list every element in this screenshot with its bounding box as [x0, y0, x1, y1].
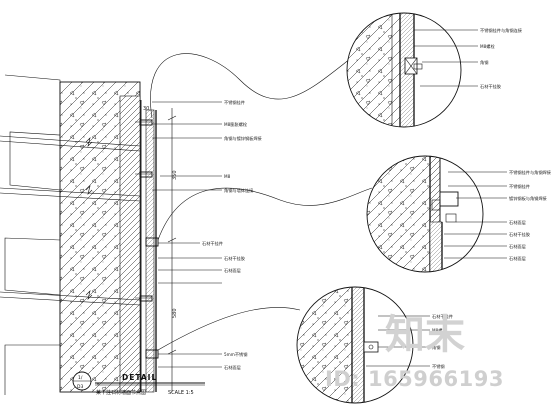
stone-cladding: [145, 109, 155, 393]
main-section: 30 350 580 不锈钢挂件 M8膨胀螺栓 角钢与镀锌钢板焊接 M8 角钢与…: [0, 74, 263, 395]
dimension-chain: [167, 108, 177, 392]
label-detail-b-2: 不锈钢挂件: [509, 183, 530, 190]
title-block: 1/ D3 DETAIL 某干挂石材墙面节点图 SCALE 1:5: [72, 371, 205, 396]
label-detail-a-2: M8螺栓: [480, 43, 495, 50]
title-scale: SCALE 1:5: [168, 390, 194, 396]
label-main-1: 不锈钢挂件: [224, 99, 245, 106]
label-detail-a-4: 石材干挂胶: [480, 83, 501, 90]
dim-580: 580: [172, 308, 178, 318]
label-detail-c-3: 角钢: [432, 344, 440, 351]
watermark-id: ID: 165966193: [325, 367, 504, 391]
label-main-5: 角钢与墙体连接: [224, 187, 254, 194]
wall-break-line: [4, 74, 61, 395]
detail-ref-top: 1/: [78, 375, 83, 381]
label-detail-c-4: 不锈钢: [432, 363, 445, 370]
label-main-4: M8: [224, 174, 231, 179]
label-detail-b-7: 石材面层: [509, 255, 526, 262]
label-main-7: 石材干挂胶: [224, 255, 245, 262]
wall-finish-layer: [119, 95, 141, 393]
label-main-8: 石材面层: [224, 267, 241, 274]
label-detail-b-1: 不锈钢挂件与角钢焊接: [509, 169, 552, 176]
label-main-2: M8膨胀螺栓: [224, 121, 248, 128]
title-sub: 某干挂石材墙面节点图: [96, 389, 146, 396]
label-detail-b-5: 石材干挂胶: [509, 231, 530, 238]
label-detail-c-2: M8螺栓: [432, 327, 447, 334]
dim-30: 30: [143, 106, 149, 112]
watermark-brand: 知末: [385, 312, 465, 358]
watermark: 知末 ID: 165966193: [325, 312, 504, 391]
label-detail-b-3: 镀锌钢板与角钢焊接: [509, 195, 548, 202]
label-main-10: 石材面层: [224, 364, 241, 371]
dim-350: 350: [172, 170, 178, 180]
label-detail-a-3: 角钢: [480, 59, 488, 66]
label-main-3: 角钢与镀锌钢板焊接: [224, 135, 263, 142]
label-detail-b-6: 石材面层: [509, 243, 526, 250]
label-detail-c-1: 石材干挂件: [432, 313, 453, 320]
main-leaders: [152, 101, 222, 368]
label-main-6: 石材干挂件: [202, 240, 223, 247]
label-detail-a-1: 不锈钢挂件与角钢连接: [480, 27, 523, 34]
label-main-9: 5mm不锈钢: [224, 351, 247, 358]
detail-ref-bottom: D3: [77, 384, 83, 390]
detail-a: 不锈钢挂件与角钢连接 M8螺栓 角钢 石材干挂胶: [346, 12, 523, 128]
title-main: DETAIL: [122, 373, 157, 382]
callout-connectors: [150, 53, 373, 351]
label-detail-b-4: 石材面层: [509, 219, 526, 226]
slab-lines: [0, 135, 141, 306]
detail-b: 不锈钢挂件与角钢焊接 不锈钢挂件 镀锌钢板与角钢焊接 石材面层 石材干挂胶 石材…: [366, 155, 552, 273]
